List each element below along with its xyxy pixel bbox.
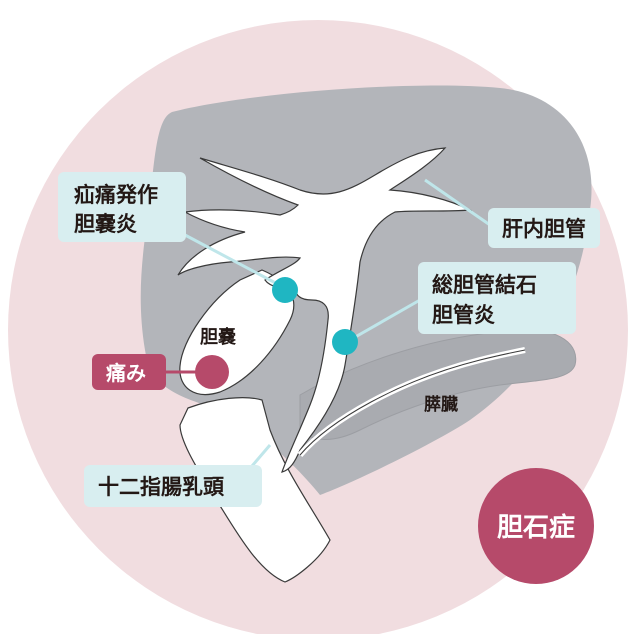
label-common-duct-line1: 総胆管結石 [432,273,537,297]
title-label: 胆石症 [497,512,575,543]
callout-box-intrahepatic [488,208,600,248]
callout-box-attack [58,172,186,242]
stone-marker-common-duct [332,329,358,355]
callout-line-common [349,298,421,342]
label-attack-line1: 疝痛発作 [74,183,158,207]
pain-badge [92,354,166,390]
pancreas-shape [299,329,577,440]
label-gallbladder: 胆嚢 [199,326,237,348]
label-intrahepatic-duct: 肝内胆管 [502,217,586,241]
callout-box-papilla [84,465,262,507]
callout-box-common-duct [418,262,576,334]
callout-line-intrahepatic [424,178,491,227]
liver-shape [140,85,592,496]
label-pain: 痛み [106,361,146,385]
title-circle [478,468,594,584]
label-attack-line2: 胆嚢炎 [74,212,137,236]
label-common-duct-line2: 胆管炎 [432,303,495,327]
stone-marker-neck [272,277,298,303]
bile-ducts [177,147,473,473]
callout-line-attack [184,233,286,290]
label-papilla: 十二指腸乳頭 [98,475,225,499]
label-pancreas: 膵臓 [424,394,458,415]
pain-dot [195,355,229,389]
